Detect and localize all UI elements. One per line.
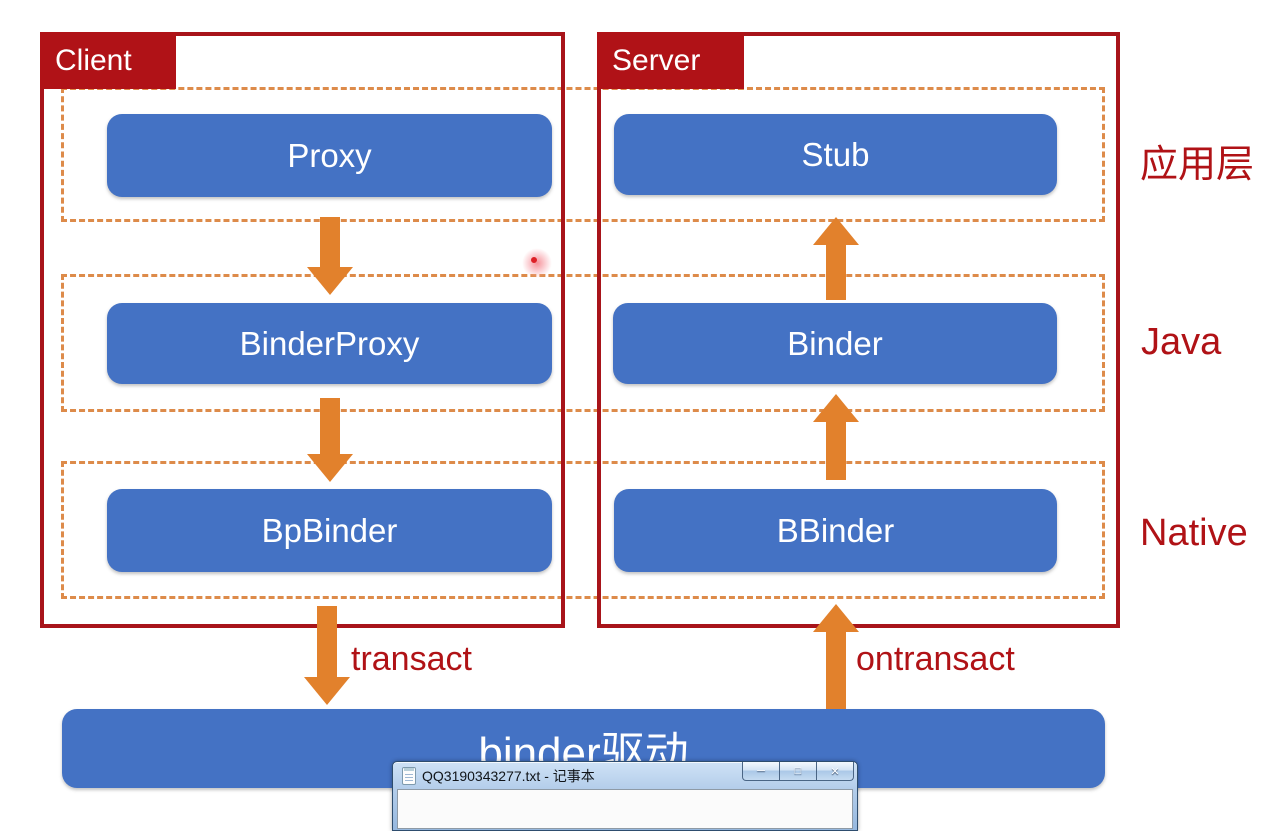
layer-label-native: Native: [1140, 512, 1248, 554]
notepad-titlebar[interactable]: QQ3190343277.txt - 记事本: [393, 762, 857, 789]
node-proxy: Proxy: [107, 114, 552, 197]
minimize-icon: ─: [757, 765, 765, 777]
layer-label-app: 应用层: [1140, 144, 1255, 186]
node-bpbinder-label: BpBinder: [261, 511, 398, 549]
arrow-head-icon: [813, 604, 859, 632]
arrow-head-icon: [307, 454, 353, 482]
arrow-head-icon: [304, 677, 350, 705]
layer-band-app: [61, 87, 1105, 222]
node-stub: Stub: [614, 114, 1057, 195]
notepad-window[interactable]: QQ3190343277.txt - 记事本 ─ □ ✕: [392, 761, 858, 831]
ontransact-label: ontransact: [856, 640, 1015, 678]
close-button[interactable]: ✕: [816, 762, 854, 781]
client-box: [40, 32, 565, 628]
node-stub-label: Stub: [801, 135, 870, 173]
arrow-ontransact: [813, 604, 859, 709]
client-label: Client: [40, 32, 176, 89]
transact-label: transact: [351, 640, 472, 678]
client-label-text: Client: [55, 43, 132, 77]
layer-band-native: [61, 461, 1105, 599]
node-binder: Binder: [613, 303, 1057, 384]
arrow-bbinder-to-binder: [813, 394, 859, 480]
arrow-shaft: [320, 217, 340, 269]
server-label: Server: [597, 32, 744, 89]
server-label-text: Server: [612, 43, 701, 77]
arrow-head-icon: [813, 394, 859, 422]
arrow-head-icon: [813, 217, 859, 245]
arrow-head-icon: [307, 267, 353, 295]
node-binder-label: Binder: [787, 324, 883, 362]
arrow-shaft: [826, 243, 846, 300]
node-binderproxy: BinderProxy: [107, 303, 552, 384]
node-proxy-label: Proxy: [287, 136, 372, 174]
node-bpbinder: BpBinder: [107, 489, 552, 572]
arrow-shaft: [317, 606, 337, 679]
notepad-caption-buttons: ─ □ ✕: [742, 762, 854, 781]
arrow-shaft: [826, 630, 846, 709]
arrow-transact: [304, 606, 350, 705]
maximize-icon: □: [794, 765, 802, 777]
node-bbinder-label: BBinder: [776, 511, 895, 549]
close-icon: ✕: [830, 765, 840, 778]
node-binderproxy-label: BinderProxy: [239, 324, 420, 362]
maximize-button[interactable]: □: [779, 762, 817, 781]
arrow-shaft: [826, 420, 846, 480]
minimize-button[interactable]: ─: [742, 762, 780, 781]
notepad-icon: [402, 766, 416, 785]
cursor-dot-icon: [531, 257, 537, 263]
arrow-binderproxy-to-bpbinder: [307, 398, 353, 482]
arrow-shaft: [320, 398, 340, 456]
notepad-content[interactable]: [397, 789, 853, 829]
layer-label-java: Java: [1141, 321, 1222, 363]
cursor-glow: [522, 248, 552, 278]
notepad-title: QQ3190343277.txt - 记事本: [422, 767, 595, 784]
node-bbinder: BBinder: [614, 489, 1057, 572]
arrow-binder-to-stub: [813, 217, 859, 300]
arrow-proxy-to-binderproxy: [307, 217, 353, 295]
layer-band-java: [61, 274, 1105, 412]
